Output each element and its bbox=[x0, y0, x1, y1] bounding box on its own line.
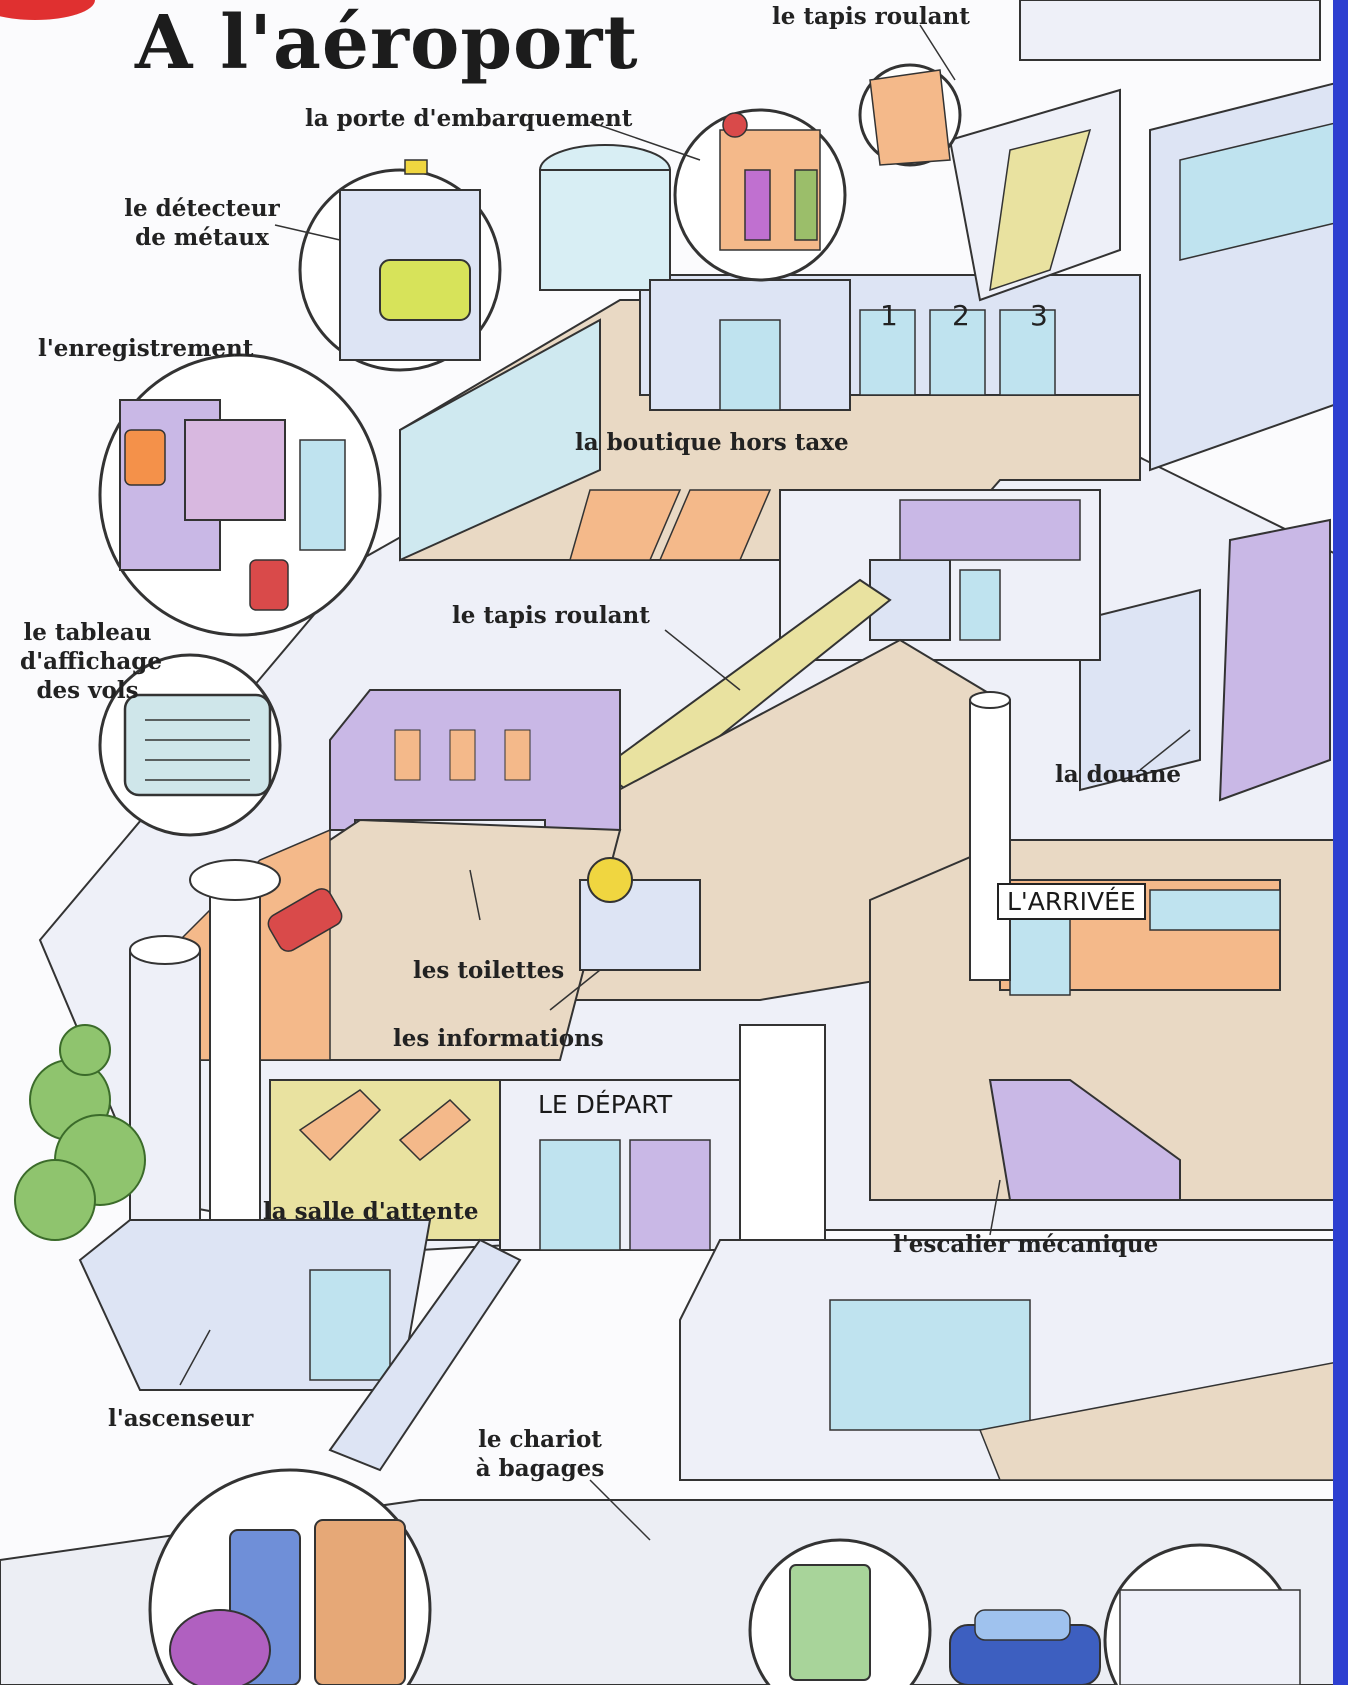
label-customs: la douane bbox=[1055, 761, 1182, 788]
ticket-inset bbox=[1103, 1543, 1301, 1685]
label-moving-walkway: le tapis roulant bbox=[452, 602, 650, 629]
page-title: A l'aéroport bbox=[135, 0, 639, 86]
label-waiting-room: la salle d'attente bbox=[263, 1198, 479, 1225]
label-toilets: les toilettes bbox=[413, 957, 565, 984]
label-metal-detector: le détecteur de métaux bbox=[112, 194, 292, 252]
waiting-room bbox=[269, 1079, 501, 1241]
label-flight-board-line2: d'affichage bbox=[20, 648, 162, 675]
sign-arrival: L'ARRIVÉE bbox=[997, 883, 1146, 920]
luggage-inset bbox=[148, 1468, 432, 1685]
label-checkin: l'enregistrement bbox=[38, 335, 254, 362]
label-metal-detector-line1: le détecteur bbox=[124, 195, 280, 222]
label-information: les informations bbox=[393, 1025, 604, 1052]
gate-number-1: 1 bbox=[880, 299, 898, 332]
label-boarding-gate: la porte d'embarquement bbox=[305, 105, 633, 132]
right-escalator bbox=[1218, 518, 1331, 802]
flight-board-inset bbox=[98, 653, 282, 837]
label-elevator: l'ascenseur bbox=[108, 1405, 254, 1432]
boarding-gate-inset bbox=[673, 108, 847, 282]
label-metal-detector-line2: de métaux bbox=[135, 224, 269, 251]
metal-detector-inset bbox=[298, 159, 502, 372]
baggage-carousel-inset bbox=[858, 63, 962, 167]
label-escalator: l'escalier mécanique bbox=[893, 1231, 1159, 1258]
car-icon bbox=[949, 1609, 1101, 1685]
escalator bbox=[988, 1079, 1181, 1201]
label-flight-board-line3: des vols bbox=[36, 677, 139, 704]
label-baggage-carousel-top: le tapis roulant bbox=[772, 3, 970, 30]
passport-inset bbox=[748, 1538, 932, 1685]
label-flight-board-line1: le tableau bbox=[23, 619, 152, 646]
label-duty-free: la boutique hors taxe bbox=[575, 429, 849, 456]
tree-icon bbox=[14, 1024, 146, 1241]
label-luggage-cart-line2: à bagages bbox=[475, 1455, 605, 1482]
label-flight-board: le tableau d'affichage des vols bbox=[20, 618, 162, 705]
sign-departure: LE DÉPART bbox=[538, 1090, 673, 1119]
label-luggage-cart: le chariot à bagages bbox=[460, 1425, 620, 1483]
label-luggage-cart-line1: le chariot bbox=[478, 1426, 602, 1453]
gate-number-2: 2 bbox=[952, 299, 970, 332]
gate-number-3: 3 bbox=[1030, 299, 1048, 332]
checkin-inset bbox=[98, 353, 382, 637]
